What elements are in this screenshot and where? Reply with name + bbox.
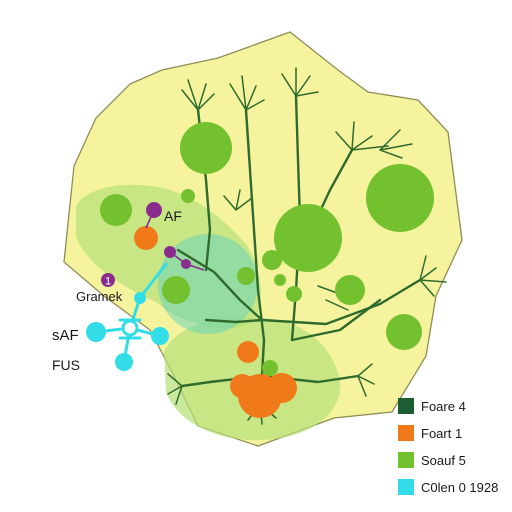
branch-twigs [167, 67, 447, 425]
legend-swatch [398, 425, 414, 441]
badge-label: 1 [105, 276, 111, 288]
legend-swatch [398, 479, 414, 495]
purple-connector [145, 209, 205, 271]
green-node [262, 360, 278, 376]
cyan-nodes [86, 292, 169, 371]
legend-label: Soauf 5 [421, 452, 466, 468]
green-node [366, 164, 434, 232]
orange-nodes [134, 226, 297, 418]
legend-item: Foare 4 [398, 397, 508, 415]
zone-teal [158, 234, 258, 334]
label-af: AF [164, 208, 182, 224]
legend-item: Foart 1 [398, 424, 508, 442]
green-node [262, 250, 282, 270]
legend-label: C0len 0 1928 [421, 479, 499, 495]
legend-label: Foare 4 [421, 398, 466, 414]
green-node [162, 276, 190, 304]
green-node [100, 194, 132, 226]
green-node [335, 275, 365, 305]
cyan-node [115, 353, 133, 371]
orange-node [134, 226, 158, 250]
green-nodes [100, 122, 434, 376]
orange-node [230, 374, 254, 398]
green-node [274, 274, 286, 286]
orange-node [237, 341, 259, 363]
legend-item: Soauf 5 [398, 451, 508, 469]
legend-swatch [398, 452, 414, 468]
legend: Foare 4 Foart 1 Soauf 5 C0len 0 1928 [398, 397, 508, 505]
label-saf: sAF [52, 327, 79, 344]
green-node [180, 122, 232, 174]
legend-swatch [398, 398, 414, 414]
cyan-node [86, 322, 106, 342]
green-node [274, 204, 342, 272]
label-fus: FUS [52, 357, 80, 373]
cyan-node [151, 327, 169, 345]
legend-item: C0len 0 1928 [398, 478, 508, 496]
label-gramek: Gramek [76, 289, 123, 304]
green-node [286, 286, 302, 302]
green-node [386, 314, 422, 350]
orange-node [267, 373, 297, 403]
cyan-node [121, 319, 139, 337]
green-node [237, 267, 255, 285]
legend-label: Foart 1 [421, 425, 463, 441]
green-node [181, 189, 195, 203]
cyan-node [134, 292, 146, 304]
badge-marker [101, 273, 115, 287]
